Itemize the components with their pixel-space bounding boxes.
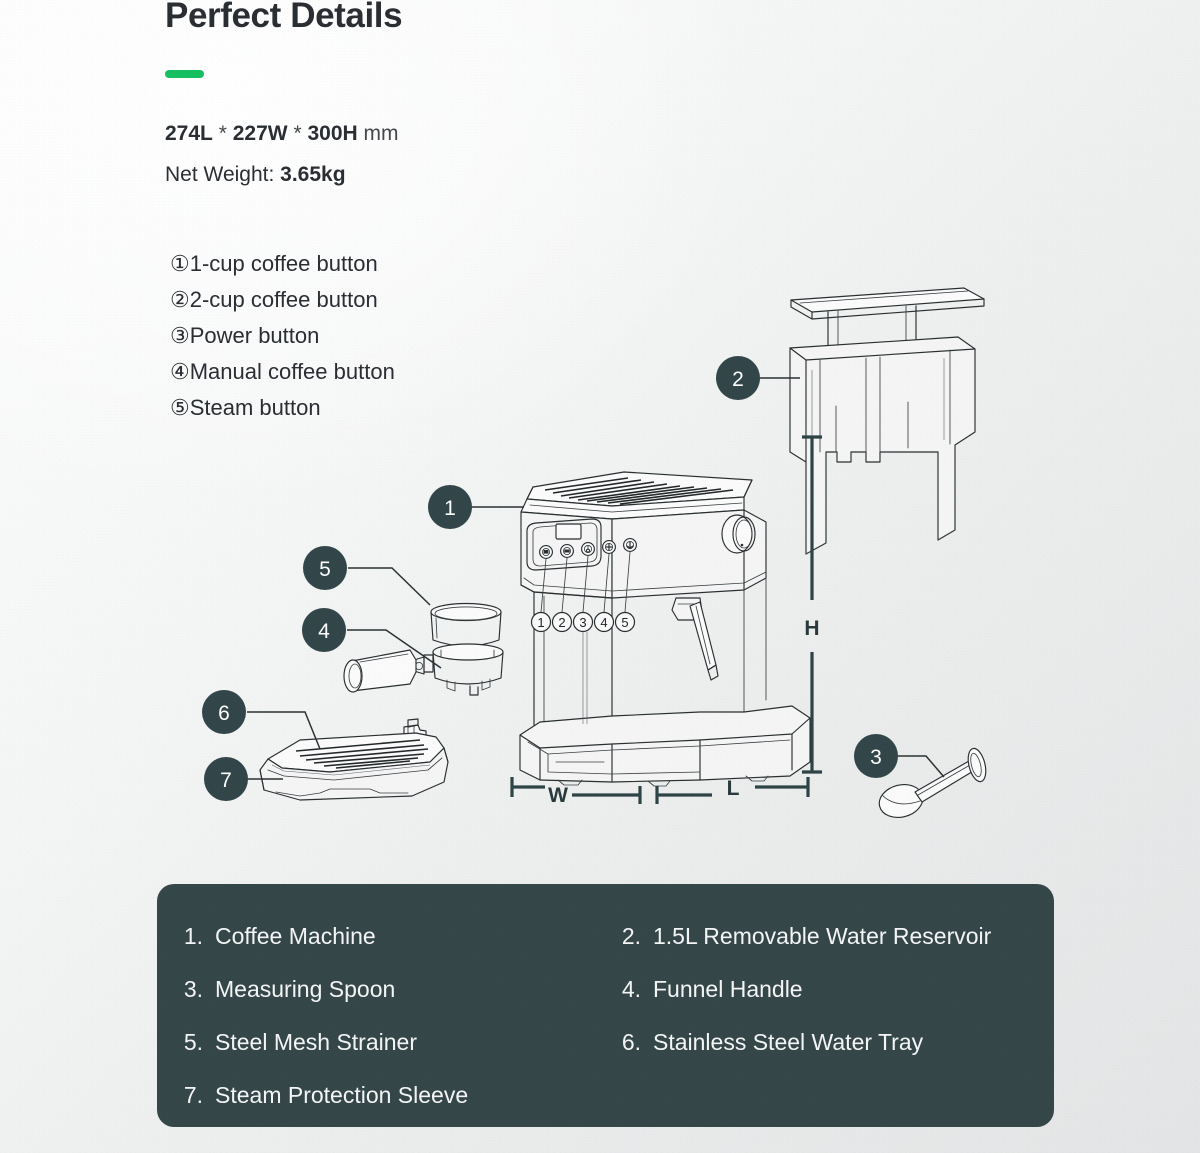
legend-item-4-text: Funnel Handle	[653, 976, 803, 1002]
panel-marker-1: 1	[530, 611, 552, 633]
button-legend-item-2: ②2-cup coffee button	[170, 287, 378, 312]
steel-mesh-strainer-drawing	[430, 602, 502, 647]
button-legend-item-3: ③Power button	[170, 323, 320, 348]
legend-item-7: 7. Steam Protection Sleeve	[157, 1082, 609, 1109]
callout-3: 3	[854, 734, 898, 778]
button-legend-item-1: ①1-cup coffee button	[170, 251, 378, 276]
button-legend-list: ①1-cup coffee button ②2-cup coffee butto…	[170, 246, 395, 426]
water-reservoir-drawing	[789, 287, 985, 555]
panel-marker-5: 5	[614, 611, 636, 633]
legend-item-2: 2. 1.5L Removable Water Reservoir	[609, 923, 1054, 950]
callout-5: 5	[303, 546, 347, 590]
parts-legend-panel: 1. Coffee Machine 2. 1.5L Removable Wate…	[157, 884, 1054, 1127]
panel-marker-1-label: 1	[537, 615, 544, 630]
funnel-handle-drawing	[343, 643, 504, 696]
dimension-label-w: W	[548, 784, 568, 807]
dimension-label-l: L	[727, 777, 740, 800]
legend-item-2-number: 2.	[621, 923, 641, 949]
net-weight-label: Net Weight:	[165, 163, 275, 186]
legend-item-1: 1. Coffee Machine	[157, 923, 609, 950]
dimension-label-h: H	[804, 617, 819, 640]
legend-item-5-number: 5.	[183, 1029, 203, 1055]
panel-marker-4: 4	[593, 611, 615, 633]
control-panel-buttons	[539, 538, 637, 559]
dimension-unit: mm	[363, 122, 399, 145]
dimension-height: 300H	[307, 122, 358, 145]
panel-marker-2: 2	[551, 611, 573, 633]
legend-item-4: 4. Funnel Handle	[609, 976, 1054, 1003]
dimensions-line: 274L * 227W * 300H mm	[165, 122, 399, 146]
net-weight-line: Net Weight: 3.65kg	[165, 163, 346, 187]
legend-item-6-number: 6.	[621, 1029, 641, 1055]
legend-item-5-text: Steel Mesh Strainer	[215, 1029, 417, 1055]
measuring-spoon-drawing	[878, 747, 987, 818]
callout-1: 1	[428, 485, 472, 529]
callout-1-label: 1	[444, 497, 456, 520]
callout-2: 2	[716, 356, 760, 400]
water-tray-drawing	[259, 718, 449, 801]
dimension-width: 227W	[232, 122, 288, 145]
panel-marker-3-label: 3	[579, 615, 586, 630]
legend-item-6-text: Stainless Steel Water Tray	[653, 1029, 924, 1055]
dimension-separator-1: *	[218, 122, 227, 145]
dimension-lines: W L H	[510, 435, 822, 807]
callout-7-label: 7	[220, 769, 232, 792]
callout-6-label: 6	[218, 702, 230, 725]
callout-bubbles: 1 2 3 4 5 6 7	[202, 356, 898, 801]
legend-item-4-number: 4.	[621, 976, 641, 1002]
panel-marker-4-label: 4	[600, 615, 607, 630]
callout-3-label: 3	[870, 746, 882, 769]
button-legend-item-5: ⑤Steam button	[170, 395, 321, 420]
panel-marker-3: 3	[572, 611, 594, 633]
callout-6: 6	[202, 690, 246, 734]
callout-4-label: 4	[318, 620, 330, 643]
legend-item-6: 6. Stainless Steel Water Tray	[609, 1029, 1054, 1056]
legend-item-2-text: 1.5L Removable Water Reservoir	[653, 923, 992, 949]
dimension-separator-2: *	[293, 122, 302, 145]
accent-dash	[165, 70, 204, 78]
callout-leader-lines	[247, 377, 945, 780]
button-legend-item-4: ④Manual coffee button	[170, 359, 395, 384]
callout-7: 7	[204, 757, 248, 801]
dimension-length: 274L	[165, 122, 213, 145]
legend-item-3: 3. Measuring Spoon	[157, 976, 609, 1003]
panel-marker-5-label: 5	[621, 615, 628, 630]
legend-item-3-text: Measuring Spoon	[215, 976, 396, 1002]
callout-5-label: 5	[319, 558, 331, 581]
panel-marker-2-label: 2	[558, 615, 565, 630]
net-weight-value: 3.65kg	[280, 163, 346, 186]
control-panel-markers: 1 2 3 4 5	[530, 551, 636, 724]
legend-item-7-number: 7.	[183, 1082, 203, 1108]
callout-2-label: 2	[732, 368, 744, 391]
callout-4: 4	[302, 608, 346, 652]
legend-item-3-number: 3.	[183, 976, 203, 1002]
legend-item-5: 5. Steel Mesh Strainer	[157, 1029, 609, 1056]
legend-item-7-text: Steam Protection Sleeve	[215, 1082, 469, 1108]
legend-item-1-text: Coffee Machine	[215, 923, 376, 949]
page-title: Perfect Details	[165, 0, 403, 35]
legend-item-1-number: 1.	[183, 923, 203, 949]
